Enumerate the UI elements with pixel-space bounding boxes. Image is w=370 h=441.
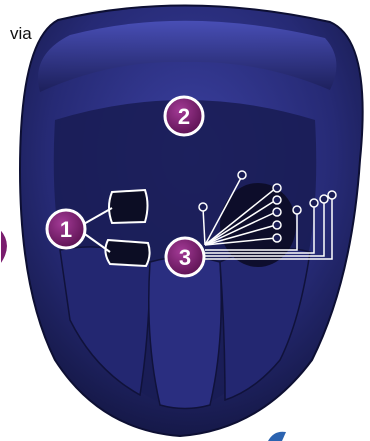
callout-1-number: 1 (60, 217, 72, 242)
accent-mark (268, 432, 286, 441)
callout-badge-1[interactable]: 1 (47, 210, 85, 248)
front-button-lower[interactable] (105, 240, 149, 266)
front-button-upper[interactable] (109, 190, 148, 223)
lower-ridge-center (149, 257, 222, 409)
callout-badge-3[interactable]: 3 (166, 238, 204, 276)
callout-3-number: 3 (179, 245, 191, 270)
caption-text: via (10, 24, 32, 44)
offscreen-badge-edge (0, 228, 8, 266)
callout-2-number: 2 (178, 104, 190, 129)
callout-badge-2[interactable]: 2 (165, 97, 203, 135)
